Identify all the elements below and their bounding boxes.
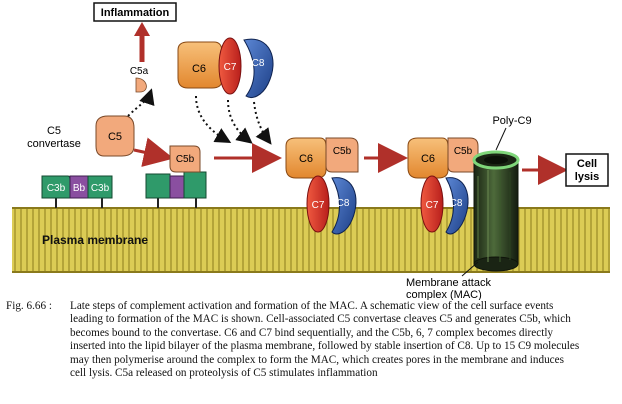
mac-pointer xyxy=(461,261,479,277)
mac-complex-proteins: C6 C5b C7 C8 xyxy=(407,137,479,235)
c7-label-floating: C7 xyxy=(224,62,237,73)
convertase-with-c5b: C5b xyxy=(145,145,207,208)
c5-convertase-label-2: convertase xyxy=(27,138,81,150)
c6-label-complex2: C6 xyxy=(421,153,435,165)
mac-label-1: Membrane attack xyxy=(406,277,491,289)
c3b-label-right: C3b xyxy=(91,183,110,194)
figure-number: Fig. 6.66 : xyxy=(6,300,53,312)
cell-lysis-label-2: lysis xyxy=(575,171,599,183)
inflammation-label: Inflammation xyxy=(101,7,170,19)
c5a-label: C5a xyxy=(130,66,149,77)
mac-diagram: Plasma membrane Inflammation C5a C5 conv… xyxy=(12,2,610,301)
poly-c9-pore xyxy=(472,150,520,272)
caption-line: leading to formation of the MAC is shown… xyxy=(70,313,571,326)
c5b-label-complex1: C5b xyxy=(333,146,352,157)
c5b-label-complex2: C5b xyxy=(454,146,473,157)
c7-label-complex2: C7 xyxy=(426,200,439,211)
c8-label-complex1: C8 xyxy=(337,198,350,209)
c5-molecule: C5 xyxy=(95,115,135,157)
c5-label: C5 xyxy=(108,131,122,143)
caption-line: cell lysis. C5a released on proteolysis … xyxy=(70,367,378,380)
c6-label-floating: C6 xyxy=(192,63,206,75)
bb-label: Bb xyxy=(73,183,86,194)
caption-line: inserted into the lipid bilayer of the p… xyxy=(70,340,580,353)
c5a-fragment xyxy=(135,77,147,93)
caption-line: Late steps of complement activation and … xyxy=(70,300,554,312)
c5b-label-convertase: C5b xyxy=(176,154,195,165)
inflammation-arrowhead xyxy=(134,22,150,36)
c5-to-c5a-arrow xyxy=(127,88,155,117)
poly-c9-label: Poly-C9 xyxy=(492,115,531,127)
c8-dotted-arrow xyxy=(253,101,272,145)
caption-line: may then polymerise around the complex t… xyxy=(70,353,564,366)
poly-c9-pointer xyxy=(495,127,507,151)
c5-to-c5b-arrow xyxy=(133,137,174,167)
diagram-area: Plasma membrane Inflammation C5a C5 conv… xyxy=(12,2,610,301)
mac-label-2: complex (MAC) xyxy=(406,289,482,300)
c6-label-complex1: C6 xyxy=(299,153,313,165)
c5-convertase-label-1: C5 xyxy=(47,125,61,137)
c3b-label-left: C3b xyxy=(47,183,66,194)
c5b678-complex: C6 C5b C7 C8 xyxy=(285,137,359,235)
cell-lysis-box xyxy=(565,153,609,187)
caption-line: becomes bound to the convertase. C6 and … xyxy=(70,326,554,339)
cell-lysis-label-1: Cell xyxy=(577,158,597,170)
c7-dotted-arrow xyxy=(227,99,253,144)
c6-dotted-arrow xyxy=(195,95,232,143)
inflammation-group: Inflammation C5a xyxy=(93,2,177,93)
c7-label-complex1: C7 xyxy=(312,200,325,211)
c8-label-floating: C8 xyxy=(252,58,265,69)
plasma-membrane-label: Plasma membrane xyxy=(42,233,148,247)
caption-body: Late steps of complement activation and … xyxy=(70,300,618,380)
c8-label-complex2: C8 xyxy=(450,198,463,209)
c5-convertase-complex: C3b Bb C3b xyxy=(41,175,113,208)
c6-c7-c8-floating: C6 C7 C8 xyxy=(177,37,274,98)
